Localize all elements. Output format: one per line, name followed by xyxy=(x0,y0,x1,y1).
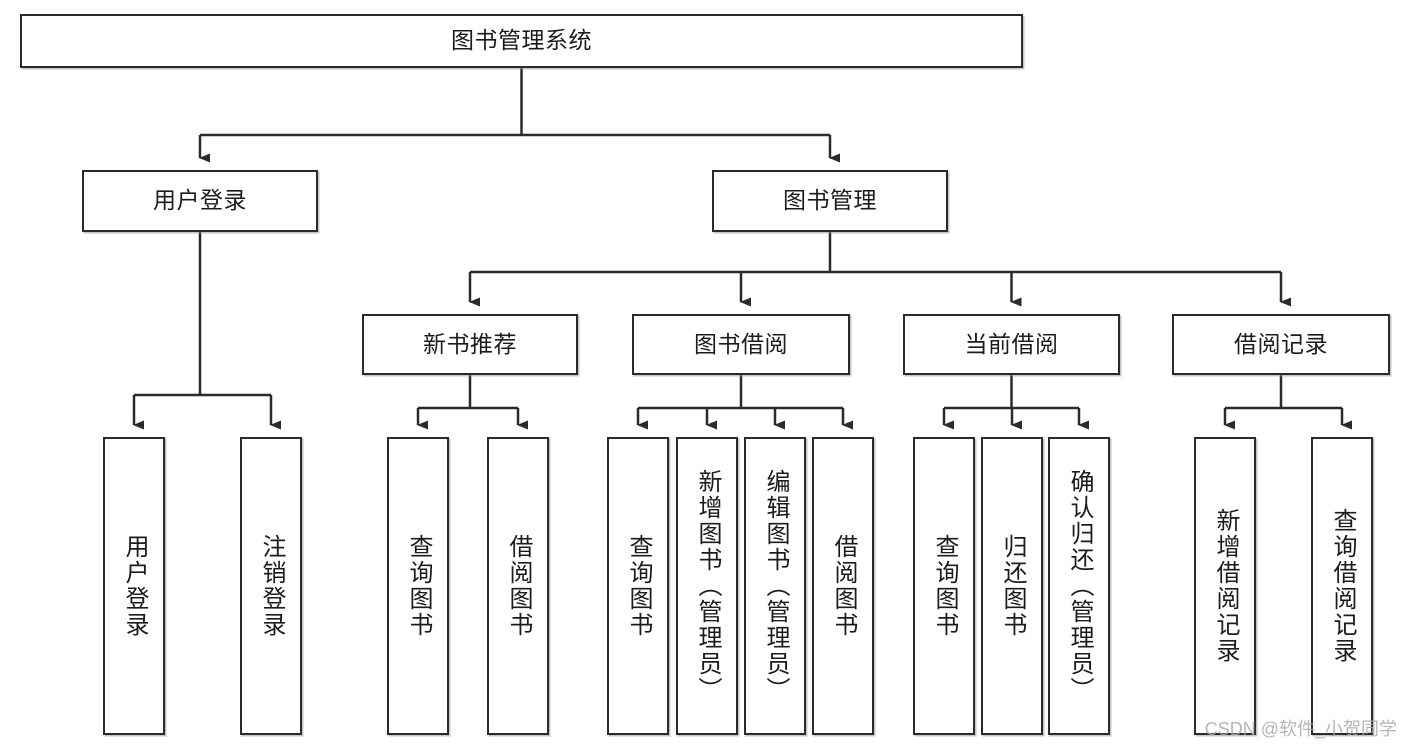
node-label: 编辑图书（管理员） xyxy=(762,469,789,703)
node-label: 归还图书 xyxy=(999,534,1026,638)
node-label: 图书借阅 xyxy=(694,330,788,357)
node-leaf-logout-login[interactable]: 注销登录 xyxy=(240,437,302,735)
node-label: 当前借阅 xyxy=(964,330,1059,357)
node-label: 图书管理系统 xyxy=(451,27,592,54)
node-leaf-add-borrow-record[interactable]: 新增借阅记录 xyxy=(1194,437,1256,735)
node-label: 用户登录 xyxy=(153,187,247,214)
node-root[interactable]: 图书管理系统 xyxy=(20,14,1023,68)
node-leaf-query-book-1[interactable]: 查询图书 xyxy=(387,437,449,735)
node-label: 查询图书 xyxy=(405,534,432,638)
node-label: 注销登录 xyxy=(258,534,285,638)
node-leaf-query-borrow-record[interactable]: 查询借阅记录 xyxy=(1311,437,1373,735)
node-current-borrow[interactable]: 当前借阅 xyxy=(903,314,1120,375)
node-label: 确认归还（管理员） xyxy=(1066,469,1093,703)
node-label: 查询图书 xyxy=(931,534,958,638)
node-new-book-recommend[interactable]: 新书推荐 xyxy=(362,314,578,375)
node-label: 用户登录 xyxy=(121,534,148,638)
node-leaf-add-book-admin[interactable]: 新增图书（管理员） xyxy=(676,437,738,735)
node-borrow-record[interactable]: 借阅记录 xyxy=(1172,314,1390,375)
node-label: 新书推荐 xyxy=(423,330,517,357)
node-label: 图书管理 xyxy=(783,187,877,214)
node-leaf-query-book-2[interactable]: 查询图书 xyxy=(607,437,669,735)
node-leaf-borrow-book-2[interactable]: 借阅图书 xyxy=(812,437,874,735)
csdn-watermark: CSDN @软件_小贺同学 xyxy=(1204,719,1397,739)
node-label: 借阅记录 xyxy=(1234,330,1328,357)
node-label: 新增图书（管理员） xyxy=(694,469,721,703)
node-label: 查询图书 xyxy=(625,534,652,638)
node-user-login[interactable]: 用户登录 xyxy=(82,170,318,232)
node-leaf-query-book-3[interactable]: 查询图书 xyxy=(913,437,975,735)
node-leaf-return-book[interactable]: 归还图书 xyxy=(981,437,1043,735)
node-label: 借阅图书 xyxy=(505,534,532,638)
node-leaf-borrow-book-1[interactable]: 借阅图书 xyxy=(487,437,549,735)
node-book-borrow[interactable]: 图书借阅 xyxy=(632,314,850,375)
node-leaf-confirm-return-admin[interactable]: 确认归还（管理员） xyxy=(1048,437,1110,735)
node-book-manage[interactable]: 图书管理 xyxy=(712,170,948,232)
node-label: 查询借阅记录 xyxy=(1329,508,1356,664)
node-label: 借阅图书 xyxy=(830,534,857,638)
node-leaf-user-login[interactable]: 用户登录 xyxy=(103,437,165,735)
node-label: 新增借阅记录 xyxy=(1212,508,1239,664)
node-leaf-edit-book-admin[interactable]: 编辑图书（管理员） xyxy=(744,437,806,735)
